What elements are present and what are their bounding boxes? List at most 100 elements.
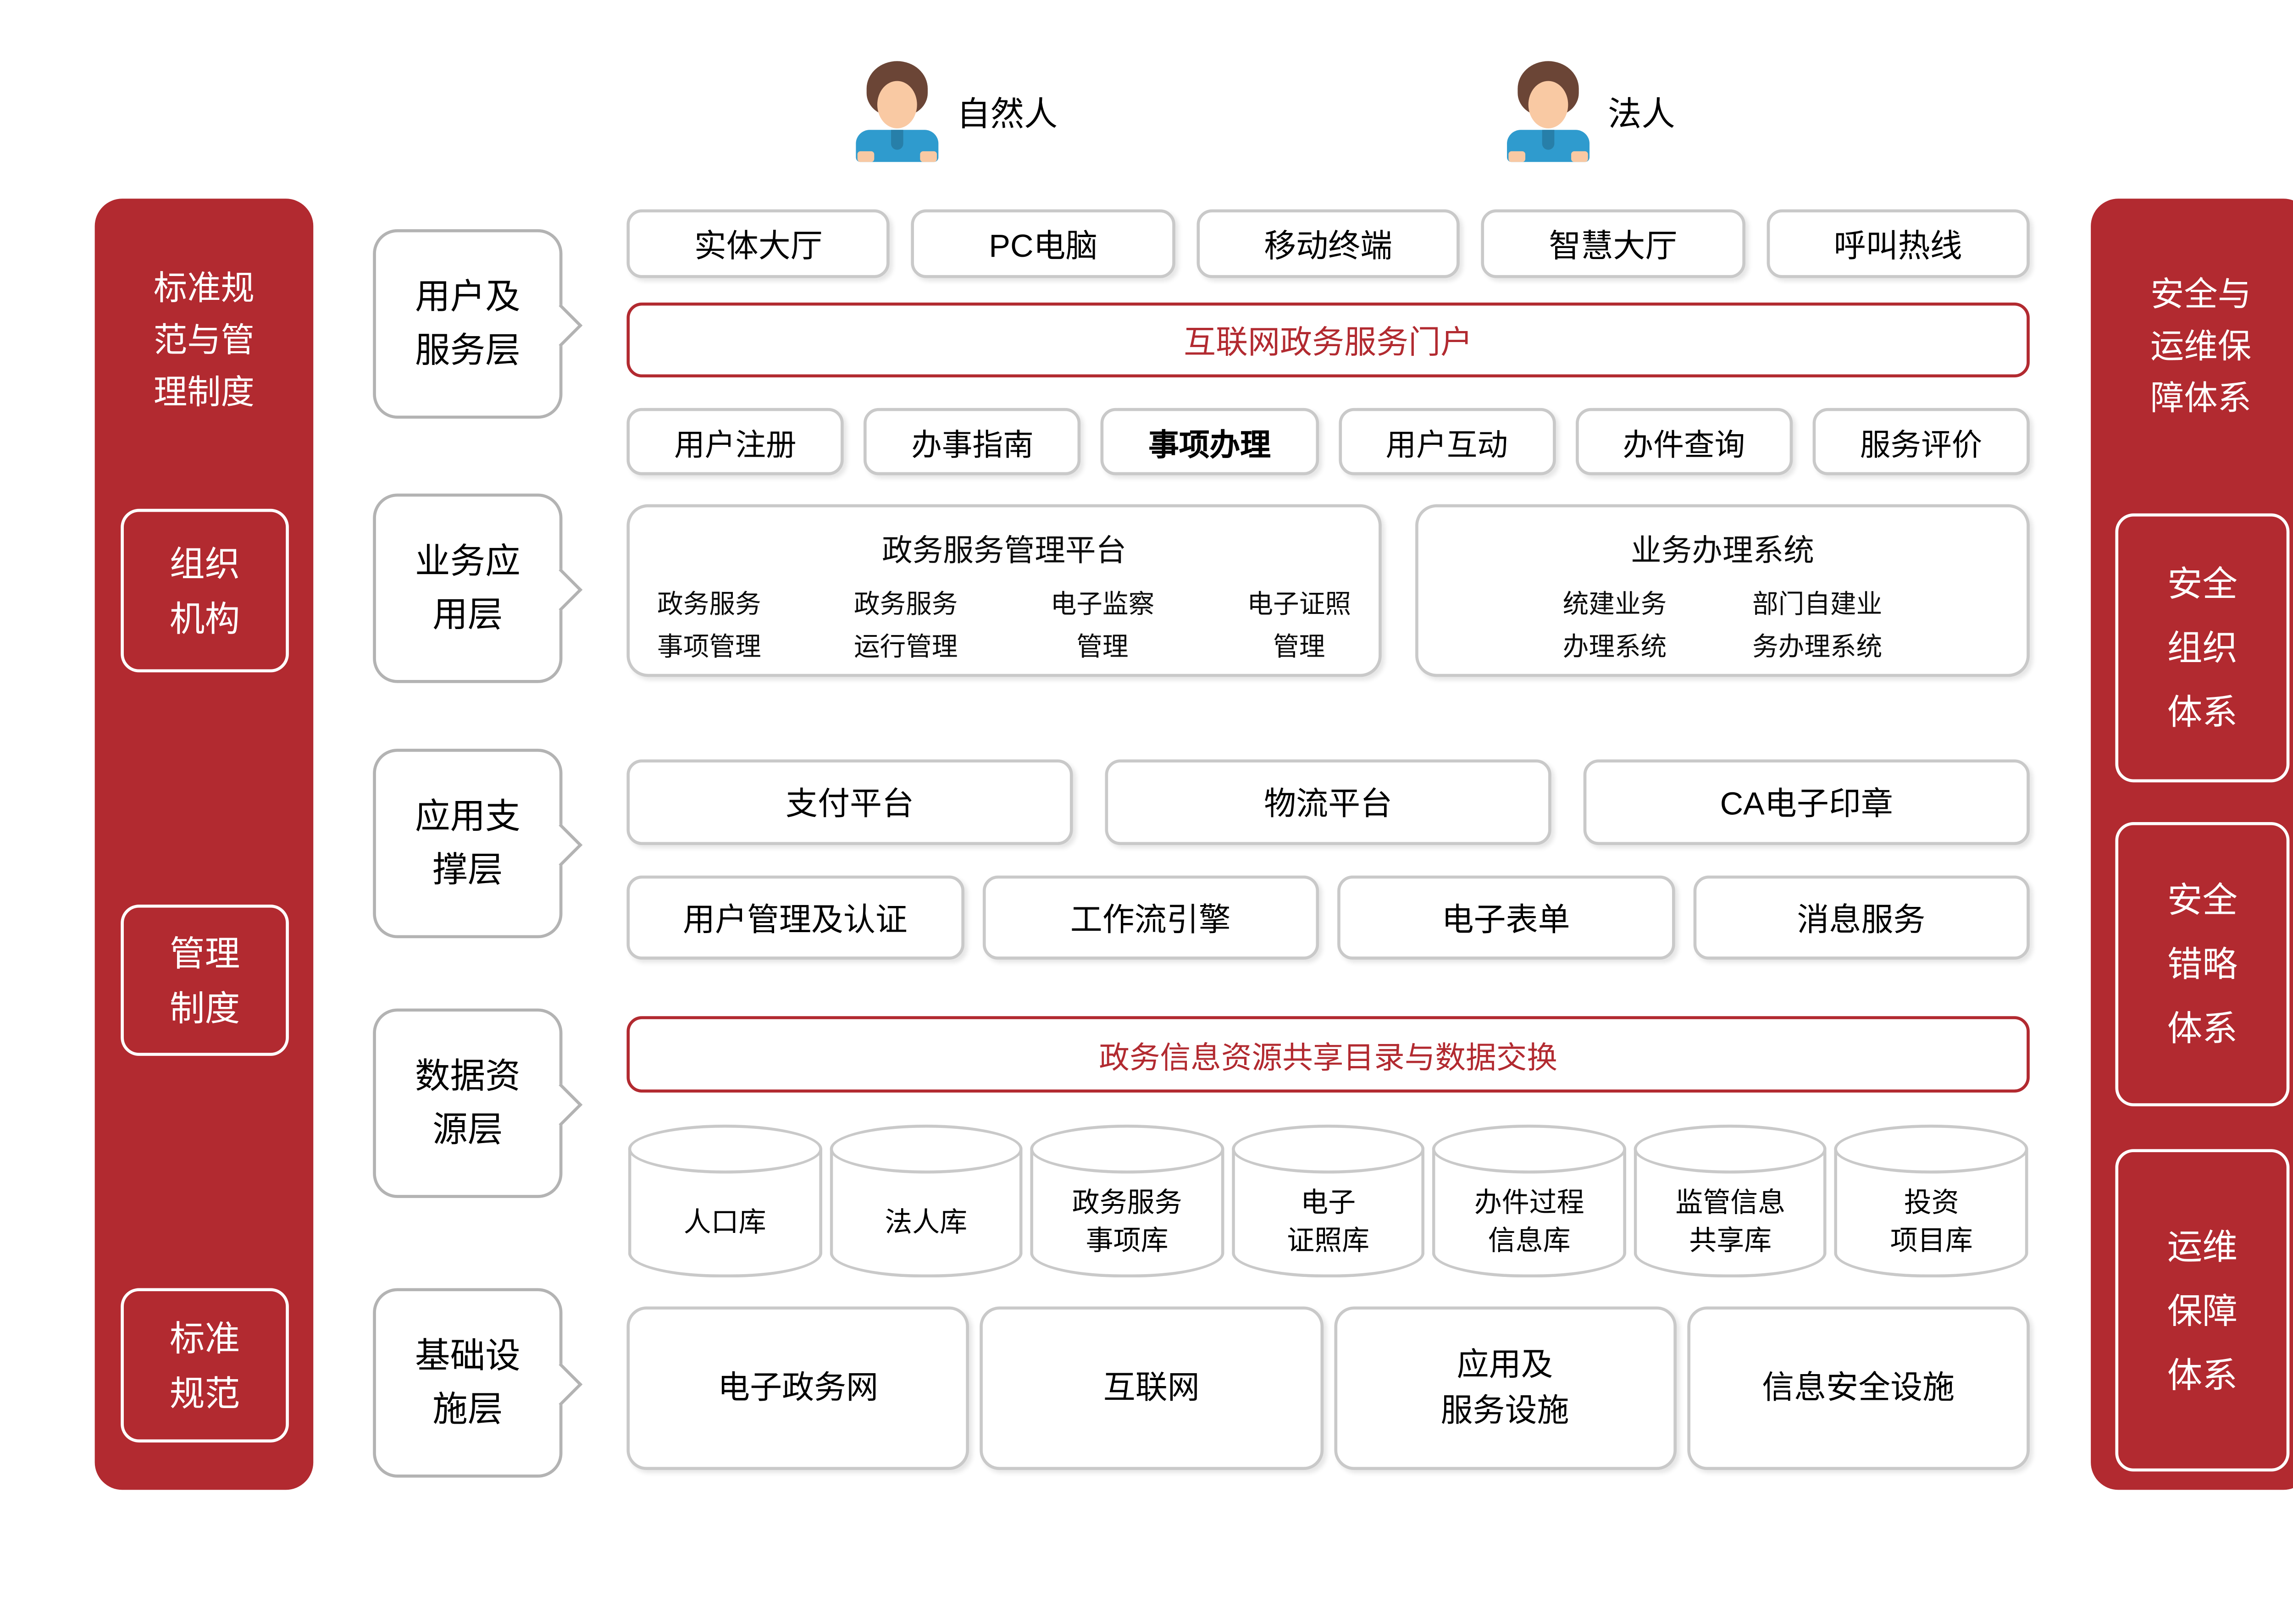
function-card-guide: 办事指南 — [864, 408, 1081, 475]
platform-item-supervision: 电子监察 管理 — [1051, 584, 1155, 669]
label-line: 办件过程 — [1474, 1187, 1584, 1218]
database-cylinder-legal-person: 法人库 — [828, 1124, 1025, 1281]
avatar-hand — [857, 151, 875, 162]
actor-label: 自然人 — [957, 94, 1058, 133]
cylinder-label: 电子 证照库 — [1230, 1171, 1427, 1275]
cylinder-top — [1634, 1124, 1828, 1174]
box-label-line: 制度 — [169, 988, 240, 1028]
card-label: 消息服务 — [1797, 902, 1926, 938]
bubble-line: 用户及 — [415, 276, 521, 316]
item-line: 电子证照 — [1247, 590, 1351, 619]
avatar-hand — [1508, 151, 1526, 162]
card-label: 移动终端 — [1264, 228, 1393, 264]
cylinder-top — [1432, 1124, 1626, 1174]
function-card-register: 用户注册 — [626, 408, 844, 475]
box-label-line: 安全 — [2167, 880, 2238, 920]
infra-card-internet: 互联网 — [980, 1306, 1323, 1470]
item-line: 运行管理 — [853, 632, 958, 662]
item-line: 办理系统 — [1562, 632, 1667, 662]
left-panel-box-standards: 标准 规范 — [121, 1288, 289, 1443]
bubble-line: 数据资 — [415, 1055, 521, 1096]
label-line: 事项库 — [1086, 1225, 1169, 1256]
avatar-face — [1528, 81, 1568, 128]
person-icon — [1507, 61, 1590, 162]
database-cylinder-service-matters: 政务服务 事项库 — [1029, 1124, 1225, 1281]
label-line: 政务服务 — [1072, 1187, 1182, 1218]
box-label-line: 组织 — [169, 543, 240, 583]
box-label-line: 错略 — [2167, 944, 2238, 984]
item-line: 政务服务 — [853, 590, 958, 619]
infra-card-app-service-facility: 应用及 服务设施 — [1333, 1306, 1677, 1470]
channel-card-pc: PC电脑 — [911, 209, 1175, 278]
functions-row: 用户注册 办事指南 事项办理 用户互动 办件查询 服务评价 — [626, 408, 2030, 475]
left-panel-box-management: 管理 制度 — [121, 904, 289, 1056]
cylinder-top — [1834, 1124, 2028, 1174]
actor-legal-person: 法人 — [1507, 61, 1675, 162]
system-items: 统建业务 办理系统 部门自建业 务办理系统 — [1418, 584, 2027, 669]
box-label-line: 组织 — [2167, 628, 2238, 668]
person-icon — [856, 61, 939, 162]
cylinder-label: 人口库 — [626, 1171, 823, 1275]
box-label-line: 机构 — [169, 598, 240, 638]
box-label-line: 保障 — [2167, 1290, 2238, 1331]
box-label-line: 体系 — [2167, 692, 2238, 732]
label-line: 电子 — [1301, 1187, 1356, 1218]
box-label-line: 运维 — [2167, 1226, 2238, 1266]
databases-row: 人口库 法人库 政务服务 事项库 电子 证照库 — [626, 1124, 2030, 1281]
item-line: 务办理系统 — [1752, 632, 1883, 662]
database-cylinder-investment-project: 投资 项目库 — [1833, 1124, 2030, 1281]
bubble-line: 应用支 — [415, 796, 521, 836]
system-item-departmental: 部门自建业 务办理系统 — [1752, 584, 1882, 669]
label-line: 投资 — [1904, 1187, 1959, 1218]
card-label-line: 信息安全设施 — [1762, 1370, 1955, 1405]
cylinder-label: 政务服务 事项库 — [1029, 1171, 1225, 1275]
channel-card-hotline: 呼叫热线 — [1766, 209, 2030, 278]
function-card-interaction: 用户互动 — [1338, 408, 1556, 475]
card-label: CA电子印章 — [1720, 787, 1893, 822]
card-label: 用户注册 — [674, 428, 797, 463]
function-card-query: 办件查询 — [1575, 408, 1793, 475]
title-line: 障体系 — [2150, 379, 2252, 417]
database-cylinder-process-info: 办件过程 信息库 — [1431, 1124, 1628, 1281]
right-panel-security: 安全与 运维保 障体系 安全 组织 体系 安全 错略 体系 运维 保障 体系 — [2091, 199, 2293, 1490]
support-card-payment: 支付平台 — [626, 759, 1073, 845]
left-panel-box-organization: 组织 机构 — [121, 508, 289, 673]
cylinder-top — [628, 1124, 822, 1174]
bubble-line: 服务层 — [415, 330, 521, 370]
box-label-line: 标准 — [169, 1318, 240, 1358]
system-item-unified: 统建业务 办理系统 — [1563, 584, 1667, 669]
platform-title: 政务服务管理平台 — [881, 535, 1127, 569]
card-label: 实体大厅 — [694, 228, 823, 264]
card-label-line: 服务设施 — [1440, 1392, 1569, 1428]
item-line: 管理 — [1076, 632, 1129, 662]
label-line: 监管信息 — [1675, 1187, 1786, 1218]
portal-banner: 互联网政务服务门户 — [626, 302, 2030, 378]
platform-item-license: 电子证照 管理 — [1247, 584, 1351, 669]
support-card-workflow: 工作流引擎 — [982, 875, 1319, 960]
platform-card: 政务服务管理平台 政务服务 事项管理 政务服务 运行管理 电子监察 管理 电子证… — [626, 504, 1382, 677]
avatar-face — [877, 81, 917, 128]
infrastructure-row: 电子政务网 互联网 应用及 服务设施 信息安全设施 — [626, 1306, 2030, 1470]
channel-card-hall: 实体大厅 — [626, 209, 890, 278]
title-line: 理制度 — [153, 373, 255, 411]
left-panel-standards: 标准规 范与管 理制度 组织 机构 管理 制度 标准 规范 — [94, 199, 314, 1490]
right-panel-title: 安全与 运维保 障体系 — [2091, 269, 2293, 425]
card-label: 办事指南 — [911, 428, 1034, 463]
card-label: 服务评价 — [1860, 428, 1983, 463]
layer-label-infrastructure: 基础设 施层 — [373, 1288, 563, 1478]
card-label: 用户互动 — [1385, 428, 1508, 463]
platform-items: 政务服务 事项管理 政务服务 运行管理 电子监察 管理 电子证照 管理 — [630, 584, 1379, 669]
cylinder-label: 投资 项目库 — [1833, 1171, 2030, 1275]
card-label: 支付平台 — [786, 787, 914, 822]
left-panel-title: 标准规 范与管 理制度 — [95, 263, 314, 419]
bubble-line: 用层 — [432, 594, 503, 635]
card-label-line: 电子政务网 — [718, 1370, 879, 1405]
card-label: 工作流引擎 — [1070, 902, 1231, 938]
right-panel-box-security-org: 安全 组织 体系 — [2115, 513, 2290, 783]
database-cylinder-e-license: 电子 证照库 — [1230, 1124, 1427, 1281]
layer-label-data-resource: 数据资 源层 — [373, 1008, 563, 1198]
label-line: 共享库 — [1689, 1225, 1772, 1256]
card-label: 呼叫热线 — [1833, 228, 1962, 264]
function-card-evaluation: 服务评价 — [1812, 408, 2030, 475]
